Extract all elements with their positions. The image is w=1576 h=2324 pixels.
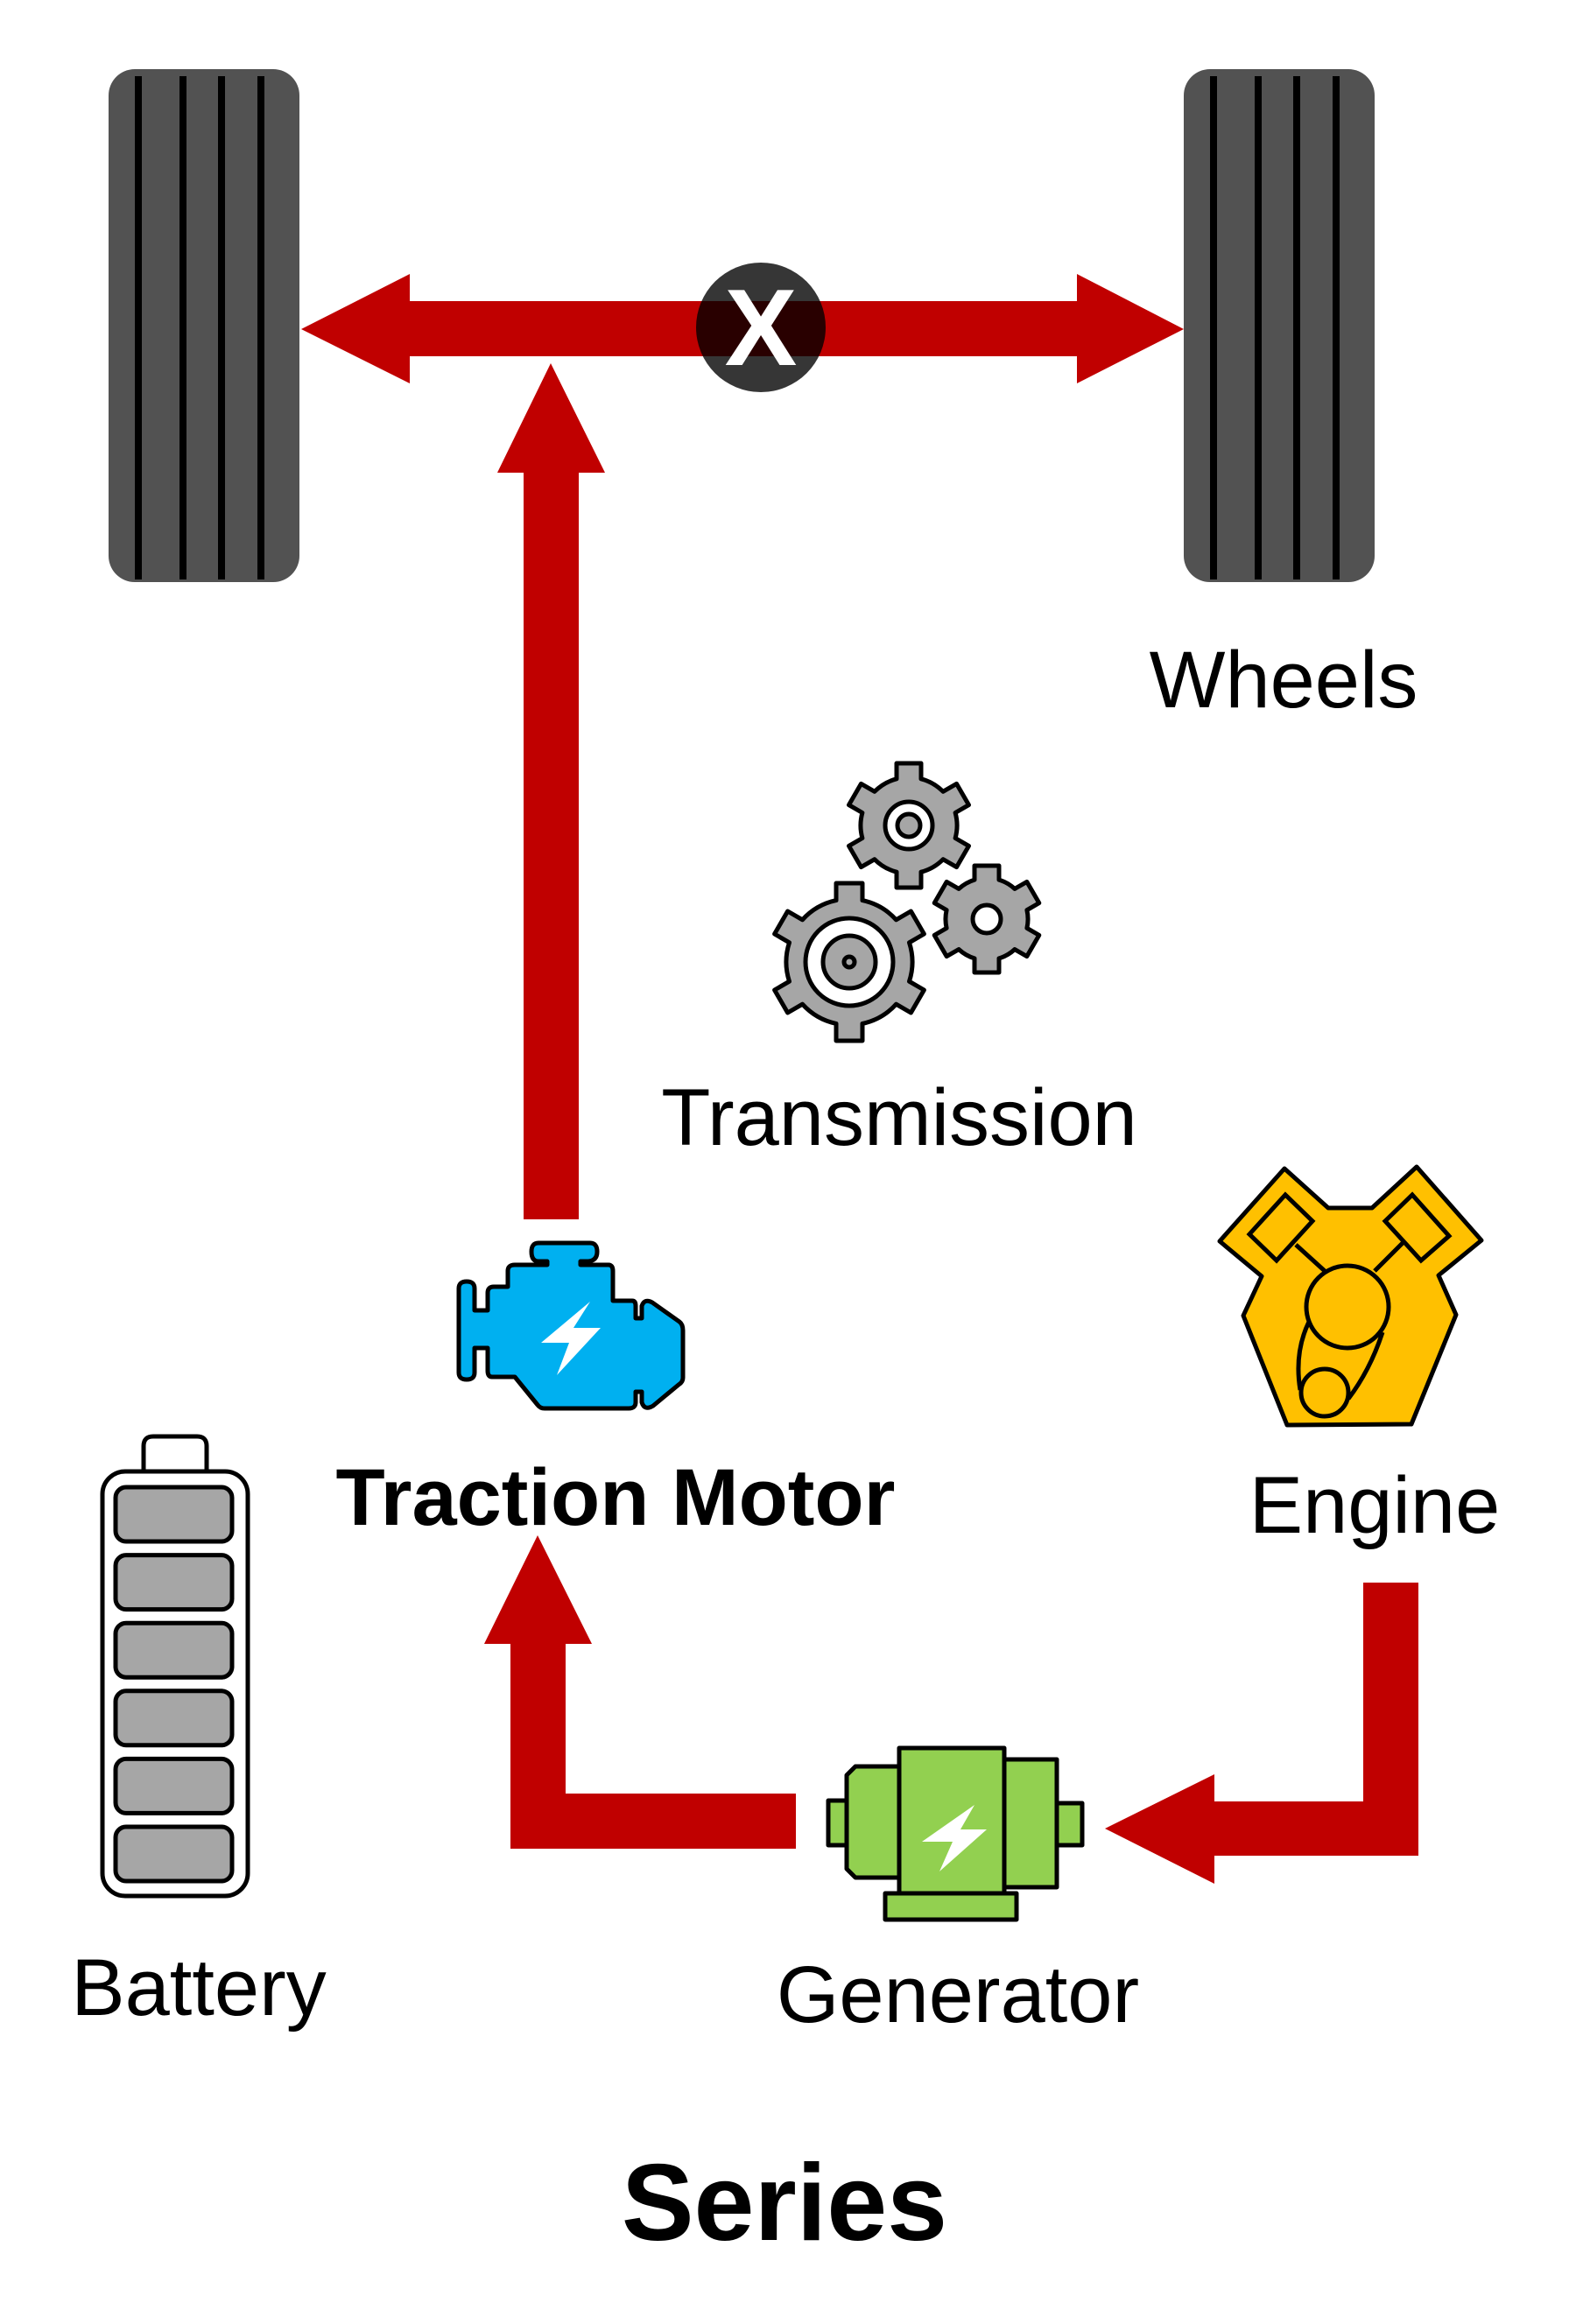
gear-small bbox=[932, 863, 1042, 975]
motor-to-axle-arrow bbox=[497, 363, 605, 1219]
engine-piston-right bbox=[1382, 1191, 1453, 1264]
gear-ring bbox=[841, 954, 857, 970]
battery-icon bbox=[100, 1434, 250, 1899]
tire-groove bbox=[218, 76, 225, 579]
engine-crank-pulley bbox=[1304, 1263, 1391, 1351]
electric-motor-icon bbox=[456, 1240, 686, 1411]
tire-groove bbox=[257, 76, 264, 579]
generator-left-housing bbox=[844, 1764, 902, 1880]
generator-left-shaft bbox=[826, 1798, 849, 1848]
battery-cell bbox=[113, 1485, 235, 1544]
lightning-bolt-icon bbox=[922, 1805, 987, 1871]
generator-label: Generator bbox=[777, 1950, 1139, 2040]
traction-motor-label: Traction Motor bbox=[336, 1453, 896, 1542]
battery-cells bbox=[113, 1485, 235, 1884]
tire-groove bbox=[1333, 76, 1340, 579]
marker-circle bbox=[696, 263, 826, 392]
tire-groove bbox=[1293, 76, 1300, 579]
engine-icon bbox=[1217, 1164, 1484, 1428]
engine-belt bbox=[1296, 1320, 1385, 1401]
gear-ring bbox=[895, 811, 923, 839]
lightning-bolt-icon bbox=[541, 1302, 601, 1375]
tire-groove bbox=[179, 76, 186, 579]
wheels-label: Wheels bbox=[1150, 635, 1418, 725]
tire-groove bbox=[1255, 76, 1262, 579]
engine-to-generator-arrow bbox=[1105, 1583, 1418, 1884]
gear-hole bbox=[970, 902, 1003, 936]
generator-base bbox=[883, 1891, 1019, 1922]
battery-terminal bbox=[141, 1434, 209, 1478]
generator-center-housing bbox=[897, 1745, 1007, 1896]
engine-cam-pulley bbox=[1298, 1366, 1351, 1419]
disabled-link-marker: X bbox=[696, 263, 826, 392]
battery-cell bbox=[113, 1756, 235, 1815]
x-mark-icon: X bbox=[725, 268, 798, 389]
generator-to-motor-arrow bbox=[484, 1535, 796, 1849]
right-wheel bbox=[1184, 69, 1375, 582]
diagram-title: Series bbox=[622, 2143, 947, 2264]
engine-rod-left bbox=[1294, 1243, 1326, 1273]
tire-groove bbox=[135, 76, 142, 579]
tire-groove bbox=[1210, 76, 1217, 579]
engine-piston-left bbox=[1246, 1191, 1316, 1264]
gear-top bbox=[847, 761, 971, 890]
engine-rod-right bbox=[1373, 1241, 1404, 1273]
transmission-label: Transmission bbox=[661, 1073, 1137, 1162]
generator-icon bbox=[826, 1745, 1085, 1922]
gears-icon bbox=[772, 761, 1042, 1043]
generator-right-housing bbox=[1002, 1757, 1059, 1890]
tire-icon bbox=[1184, 69, 1375, 582]
engine-label: Engine bbox=[1249, 1461, 1500, 1550]
battery-cell bbox=[113, 1824, 235, 1884]
left-wheel bbox=[109, 69, 299, 582]
battery-cell bbox=[113, 1620, 235, 1680]
battery-cell bbox=[113, 1689, 235, 1748]
battery-label: Battery bbox=[71, 1943, 326, 2033]
tire-icon bbox=[109, 69, 299, 582]
battery-cell bbox=[113, 1553, 235, 1612]
gear-large bbox=[772, 881, 926, 1043]
generator-right-shaft bbox=[1054, 1801, 1085, 1848]
